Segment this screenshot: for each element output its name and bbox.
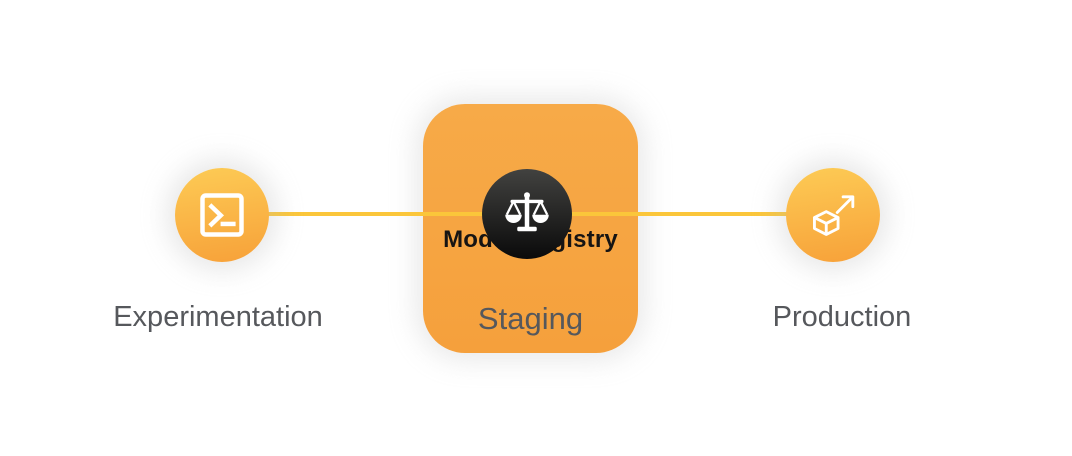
node-experimentation xyxy=(175,168,269,262)
deploy-cube-icon xyxy=(813,195,855,236)
label-production: Production xyxy=(772,301,912,333)
label-experimentation: Experimentation xyxy=(113,301,323,333)
model-registry-card: Model Registry Staging xyxy=(423,104,638,353)
balance-scale-icon xyxy=(505,192,549,232)
terminal-icon xyxy=(200,193,244,237)
staging-label: Staging xyxy=(477,301,584,336)
registry-icon-circle xyxy=(482,169,572,259)
node-production xyxy=(786,168,880,262)
